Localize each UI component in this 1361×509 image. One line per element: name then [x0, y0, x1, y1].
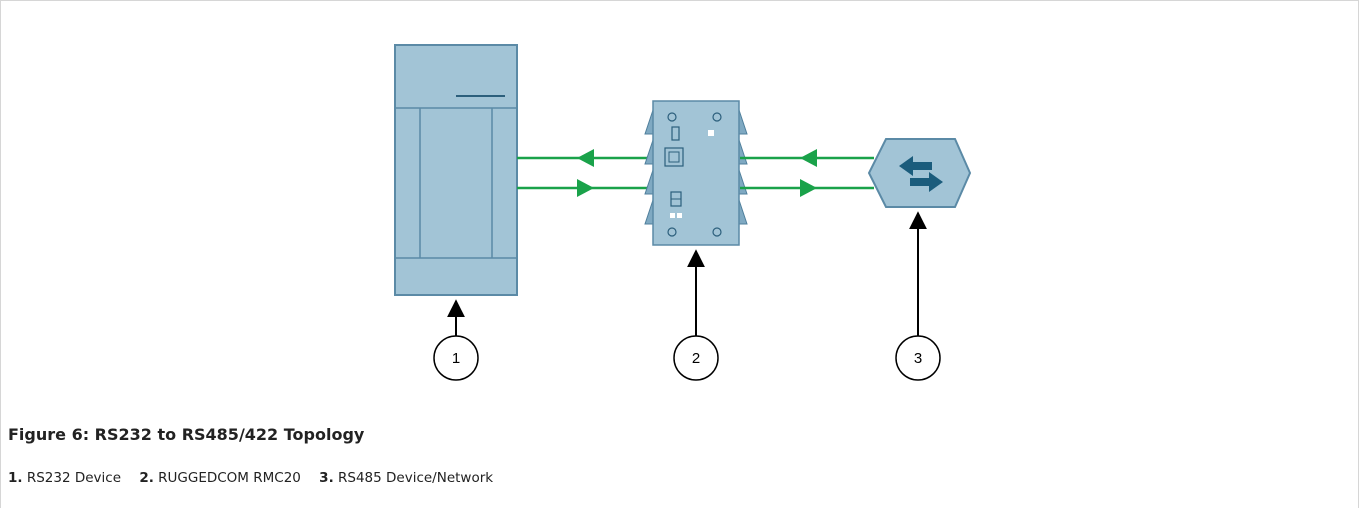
callout-1-label: 1 [452, 350, 460, 367]
link-device2-device3 [740, 149, 874, 197]
legend-number: 3. [319, 470, 334, 486]
legend-number: 1. [8, 470, 23, 486]
legend-item-3: 3. RS485 Device/Network [319, 470, 493, 486]
callout-2-label: 2 [692, 350, 700, 367]
link-device1-device2 [517, 149, 652, 197]
figure-legend: 1. RS232 Device 2. RUGGEDCOM RMC20 3. RS… [8, 470, 507, 486]
arrow-right-icon [800, 179, 817, 197]
callout-pointers [447, 211, 927, 336]
legend-label: RUGGEDCOM RMC20 [158, 470, 301, 486]
arrow-left-icon [800, 149, 817, 167]
legend-item-1: 1. RS232 Device [8, 470, 121, 486]
legend-item-2: 2. RUGGEDCOM RMC20 [139, 470, 301, 486]
callout-2: 2 [673, 335, 719, 381]
legend-number: 2. [139, 470, 154, 486]
serial-converter-icon [644, 100, 748, 246]
arrow-right-icon [577, 179, 594, 197]
callout-3: 3 [895, 335, 941, 381]
figure-title: Figure 6: RS232 to RS485/422 Topology [8, 425, 365, 444]
callout-3-label: 3 [914, 350, 922, 367]
legend-label: RS232 Device [26, 470, 122, 486]
arrow-left-icon [577, 149, 594, 167]
rs232-device-icon [394, 44, 518, 296]
callout-1: 1 [433, 335, 479, 381]
topology-diagram: 1 2 3 [394, 44, 972, 381]
legend-label: RS485 Device/Network [338, 470, 494, 486]
network-hexagon-icon [867, 138, 972, 208]
